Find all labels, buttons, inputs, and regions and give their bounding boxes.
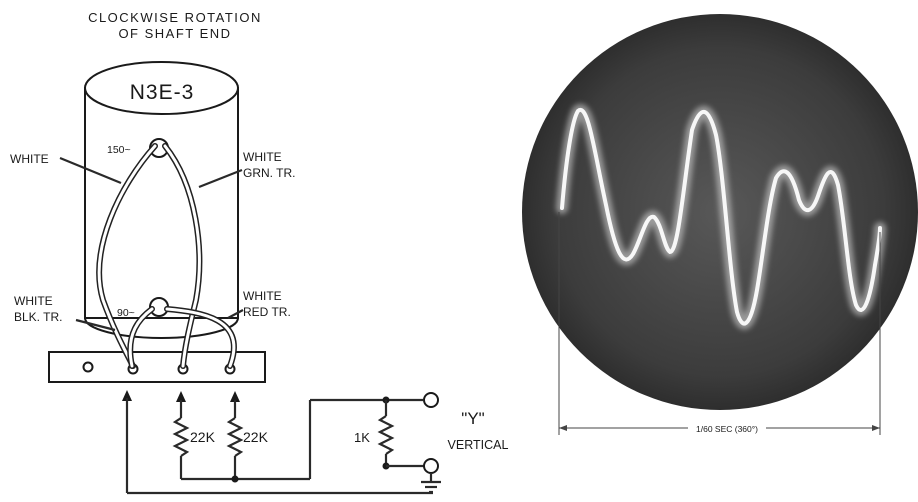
label-grn-tr: GRN. TR.	[243, 166, 295, 180]
label-blk-tr: BLK. TR.	[14, 310, 62, 324]
label-white-red: WHITE	[243, 289, 282, 303]
rotation-title-line2: OF SHAFT END	[118, 26, 231, 41]
model-label: N3E-3	[130, 81, 195, 104]
terminal-150-label: 150~	[107, 144, 131, 156]
cable-wires	[96, 143, 237, 369]
output-circuit: 22K 22K 1K "Y"	[122, 390, 509, 495]
label-red-tr: RED TR.	[243, 305, 291, 319]
resistor-22k-1-label: 22K	[190, 429, 216, 445]
label-white-left: WHITE	[10, 152, 49, 166]
label-white-blk: WHITE	[14, 294, 53, 308]
y-label: "Y"	[461, 409, 484, 428]
y-output-terminal	[423, 392, 439, 408]
mount-hole	[82, 361, 94, 373]
wiring-diagram: CLOCKWISE ROTATION OF SHAFT END N3E-3 15…	[10, 10, 509, 495]
resistor-22k-2-label: 22K	[243, 429, 269, 445]
period-label: 1/60 SEC (360°)	[696, 424, 758, 434]
label-white-right: WHITE	[243, 150, 282, 164]
alternator-cylinder: N3E-3	[84, 61, 239, 339]
ground-output-terminal	[423, 458, 439, 474]
waveform-trace	[556, 103, 886, 330]
terminal-90-label: 90~	[117, 307, 135, 319]
vertical-label: VERTICAL	[448, 438, 509, 452]
period-dimension: 1/60 SEC (360°)	[558, 212, 881, 435]
rotation-title-line1: CLOCKWISE ROTATION	[88, 10, 262, 25]
oscilloscope-photo: 1/60 SEC (360°)	[522, 14, 918, 435]
resistor-1k-label: 1K	[354, 430, 370, 445]
